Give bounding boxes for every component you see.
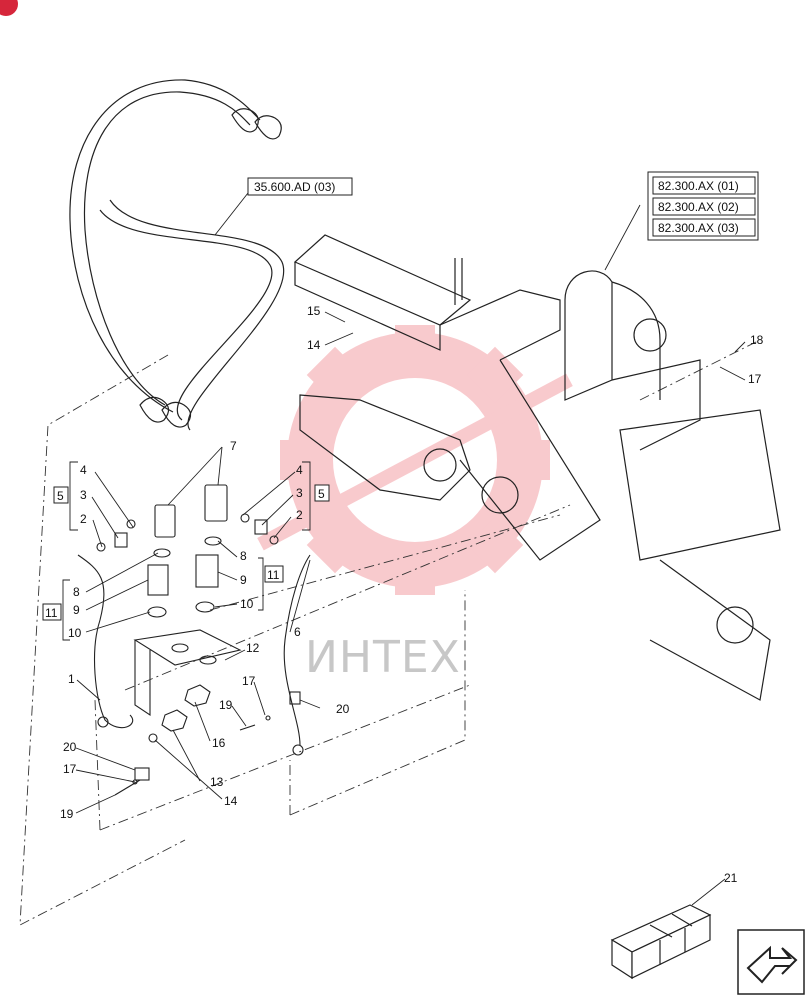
arrow-icon bbox=[746, 945, 798, 984]
guide-lines bbox=[19, 339, 761, 926]
callout-8-left: 8 bbox=[73, 585, 80, 599]
ref-frame-label-3[interactable]: 82.300.AX (03) bbox=[658, 221, 739, 235]
callout-17-right: 17 bbox=[748, 372, 762, 386]
leader-lines bbox=[62, 192, 746, 906]
hydraulic-hoses bbox=[69, 79, 285, 431]
brand-logo bbox=[0, 0, 18, 16]
callout-20-left: 20 bbox=[63, 740, 77, 754]
callout-1: 1 bbox=[68, 672, 75, 686]
callout-5-right: 5 bbox=[318, 487, 325, 501]
callout-9-left: 9 bbox=[73, 603, 80, 617]
watermark-gear-icon bbox=[257, 325, 573, 595]
callout-8-right: 8 bbox=[240, 549, 247, 563]
callout-17-left: 17 bbox=[63, 762, 77, 776]
watermark-text: ИНТЕХ bbox=[305, 632, 461, 683]
callout-14-bottom: 14 bbox=[224, 794, 238, 808]
callout-14-top: 14 bbox=[307, 338, 321, 352]
callout-6: 6 bbox=[294, 625, 301, 639]
callout-20-right: 20 bbox=[336, 702, 350, 716]
next-page-button[interactable] bbox=[737, 929, 805, 995]
callout-10-right: 10 bbox=[240, 597, 254, 611]
boom-frame bbox=[293, 234, 781, 701]
callout-2-right: 2 bbox=[296, 508, 303, 522]
kit-crate-icon bbox=[610, 904, 712, 980]
callout-17-mid: 17 bbox=[242, 674, 256, 688]
callout-19-left: 19 bbox=[60, 807, 74, 821]
callout-numbers: 1 2 2 3 3 4 4 5 5 6 7 8 8 9 9 10 10 11 1… bbox=[45, 304, 764, 885]
callout-4-right: 4 bbox=[296, 463, 303, 477]
ref-frame-label-2[interactable]: 82.300.AX (02) bbox=[658, 200, 739, 214]
ref-hoses-label[interactable]: 35.600.AD (03) bbox=[254, 180, 335, 194]
ref-box-frame[interactable]: 82.300.AX (01) 82.300.AX (02) 82.300.AX … bbox=[647, 171, 759, 241]
callout-12: 12 bbox=[246, 641, 260, 655]
callout-2-left: 2 bbox=[80, 512, 87, 526]
callout-7: 7 bbox=[230, 439, 237, 453]
callout-15: 15 bbox=[307, 304, 321, 318]
callout-9-right: 9 bbox=[240, 573, 247, 587]
callout-5-left: 5 bbox=[57, 489, 64, 503]
callout-4-left: 4 bbox=[80, 463, 87, 477]
callout-3-right: 3 bbox=[296, 486, 303, 500]
ref-frame-label-1[interactable]: 82.300.AX (01) bbox=[658, 179, 739, 193]
callout-11-left: 11 bbox=[45, 606, 58, 620]
fittings-left bbox=[77, 484, 311, 796]
callout-19-mid: 19 bbox=[219, 698, 233, 712]
callout-11-right: 11 bbox=[267, 568, 280, 582]
callout-16: 16 bbox=[212, 736, 226, 750]
callout-18: 18 bbox=[750, 333, 764, 347]
callout-13: 13 bbox=[210, 775, 224, 789]
ref-box-hoses[interactable]: 35.600.AD (03) bbox=[247, 177, 353, 196]
callout-3-left: 3 bbox=[80, 488, 87, 502]
callout-10-left: 10 bbox=[68, 626, 82, 640]
callout-21: 21 bbox=[724, 871, 738, 885]
